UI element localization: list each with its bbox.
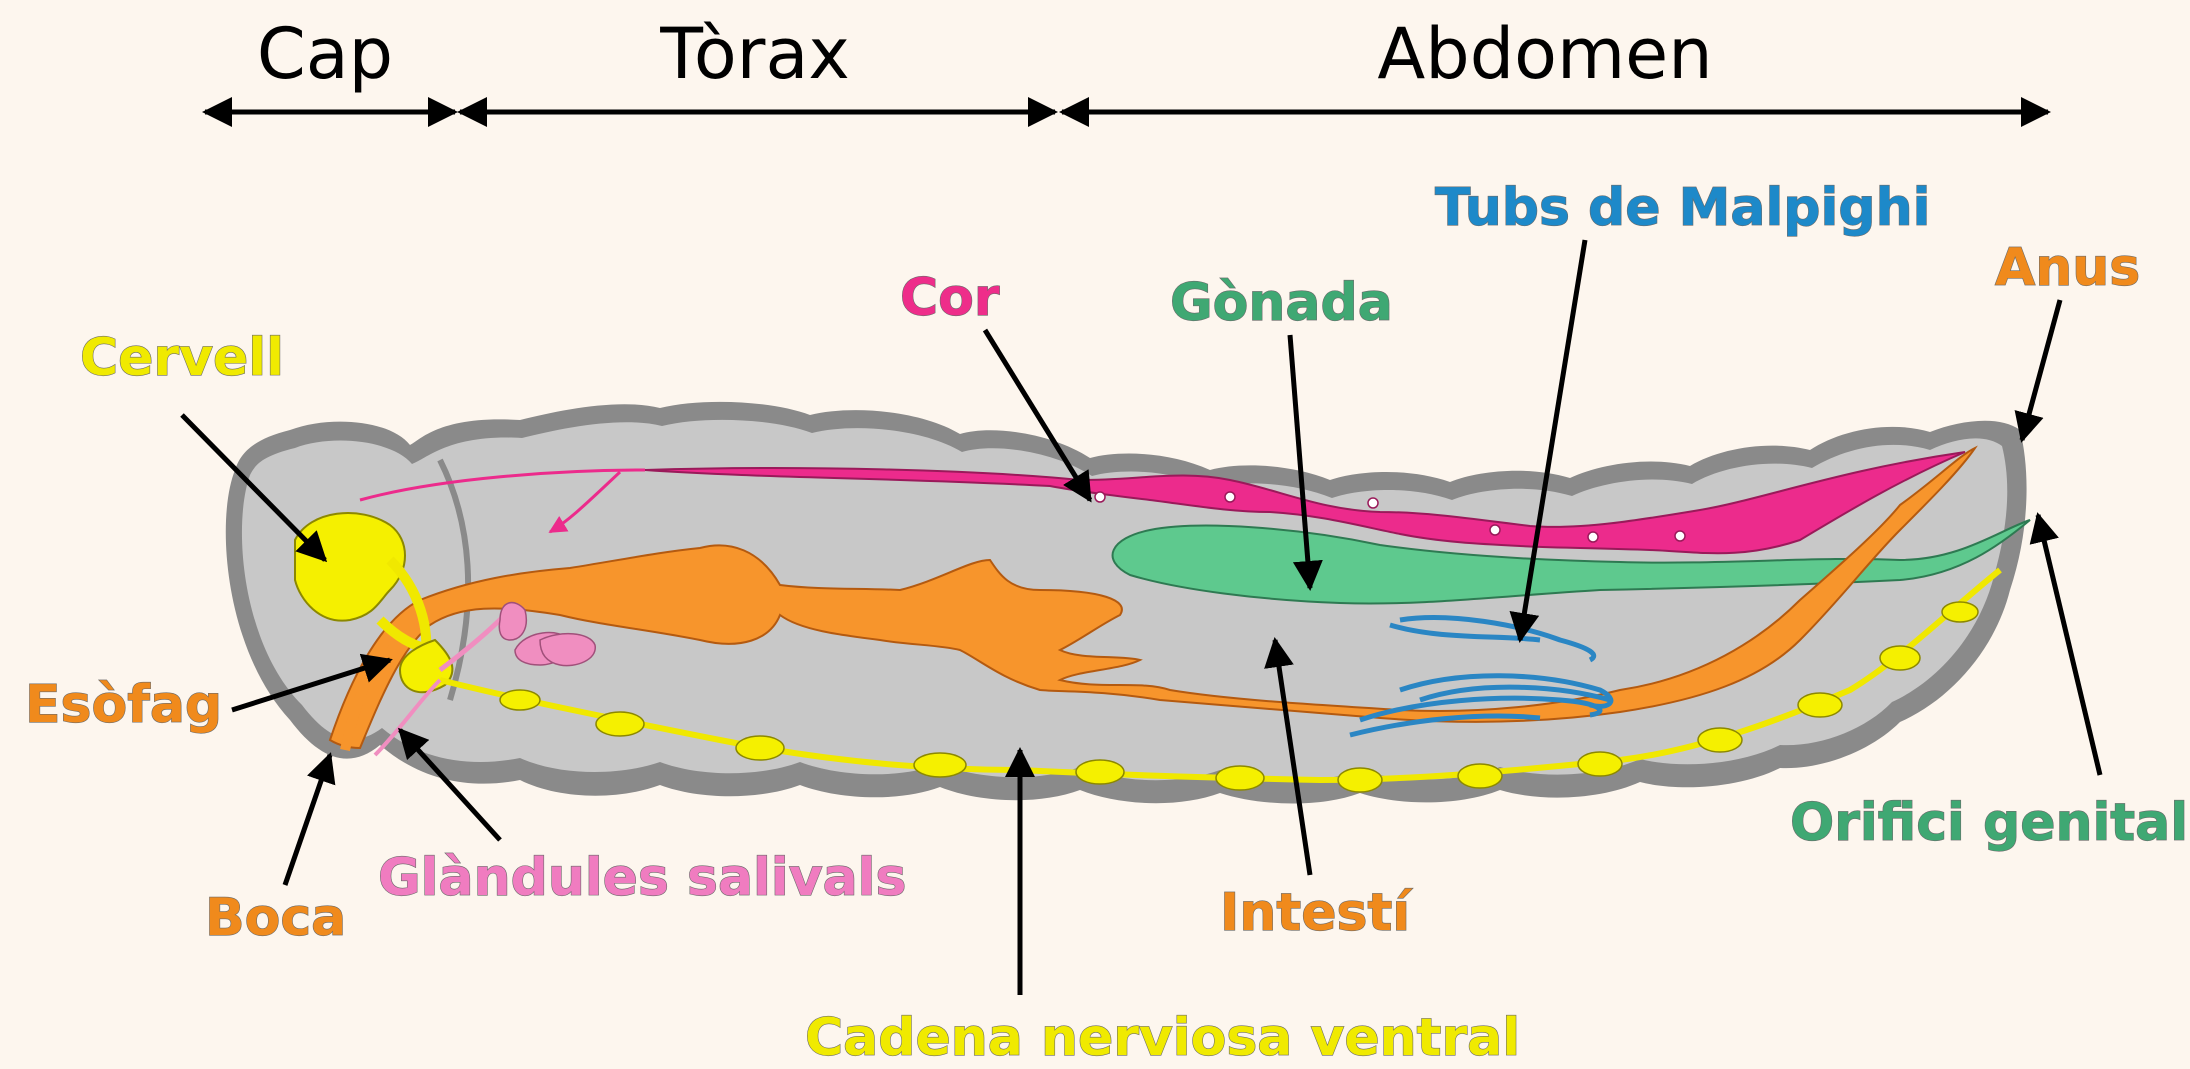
label-esofag: Esòfag bbox=[25, 675, 222, 735]
region-label-abdomen: Abdomen bbox=[1377, 13, 1712, 95]
label-orifici: Orifici genital bbox=[1790, 793, 2188, 853]
label-cadena: Cadena nerviosa ventral bbox=[805, 1008, 1520, 1068]
region-label-head: Cap bbox=[257, 13, 393, 95]
label-anus: Anus bbox=[1995, 238, 2140, 298]
arrow-orifici bbox=[2038, 515, 2100, 775]
label-glandules: Glàndules salivals bbox=[378, 848, 906, 908]
label-tubs: Tubs de Malpighi bbox=[1435, 178, 1930, 238]
region-label-thorax: Tòrax bbox=[659, 13, 850, 95]
label-cervell: Cervell bbox=[80, 328, 284, 388]
label-cor: Cor bbox=[900, 268, 1000, 328]
arrow-anus bbox=[2022, 300, 2060, 440]
label-gonada: Gònada bbox=[1170, 273, 1393, 333]
label-boca: Boca bbox=[205, 888, 346, 948]
arrow-boca bbox=[285, 755, 330, 885]
label-intesti: Intestí bbox=[1220, 883, 1413, 943]
